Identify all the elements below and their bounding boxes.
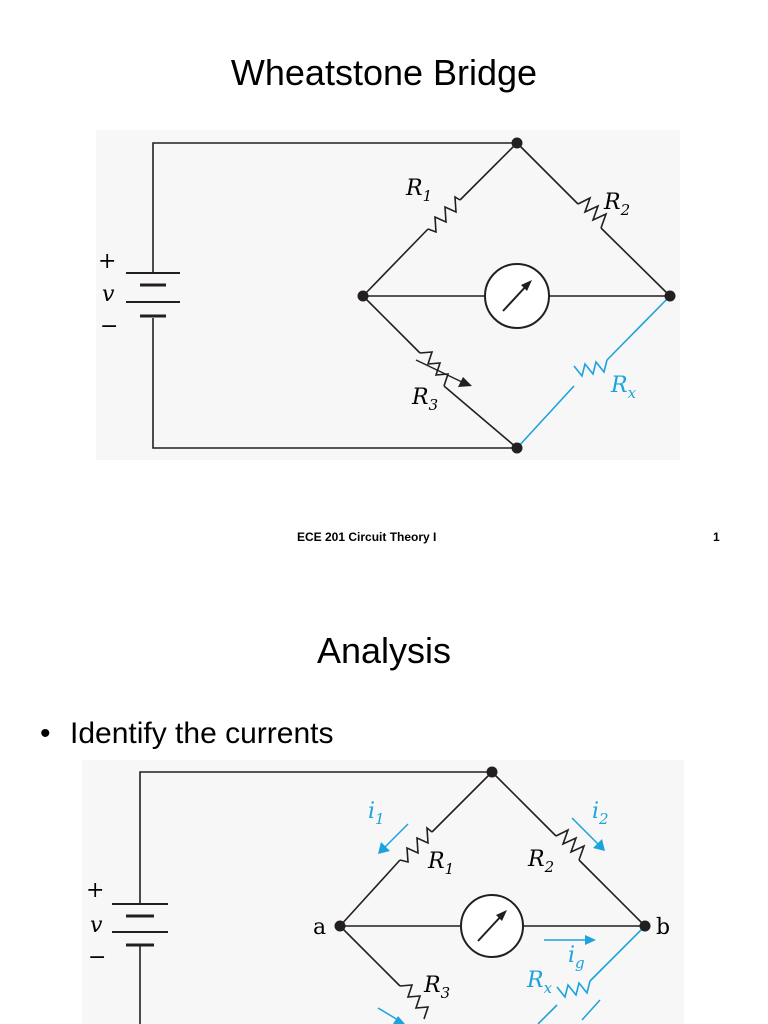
- minus-sign: −: [100, 314, 118, 339]
- bullet-item: • Identify the currents: [40, 717, 333, 751]
- r3-variable-resistor: [362, 295, 518, 449]
- battery-icon: [126, 272, 180, 318]
- slide-title: Analysis: [316, 630, 452, 671]
- bullet-dot: •: [40, 717, 51, 750]
- r2-resistor: [516, 142, 671, 297]
- top-wire: [139, 771, 492, 904]
- bridge-currents-diagram: + v − R1 i1 R2 i2: [82, 760, 684, 1024]
- galvanometer-icon: [460, 894, 524, 958]
- r1-resistor: [339, 771, 493, 927]
- bottom-wire: [152, 318, 517, 449]
- node-right: [664, 290, 676, 302]
- slide-title: Wheatstone Bridge: [230, 52, 538, 93]
- rx-label: Rx: [526, 968, 553, 997]
- node-top: [486, 766, 498, 778]
- r3-label: R3: [411, 385, 438, 414]
- battery-icon: [112, 903, 168, 947]
- r3-resistor: [339, 925, 430, 1020]
- r1-resistor: [362, 142, 518, 297]
- bullet-text: Identify the currents: [70, 717, 334, 750]
- r2-label: R2: [603, 190, 630, 219]
- ig-label: ig: [568, 943, 585, 972]
- node-left: [357, 290, 369, 302]
- rx-label: Rx: [610, 373, 637, 402]
- r2-label: R2: [527, 847, 554, 876]
- node-b: [639, 920, 651, 932]
- slide-1: Wheatstone Bridge + v − R1 R2: [96, 52, 720, 544]
- footer-course: ECE 201 Circuit Theory I: [297, 530, 437, 544]
- top-wire: [152, 142, 517, 273]
- source-label: v: [90, 913, 103, 938]
- node-a: [334, 920, 346, 932]
- plus-sign: +: [98, 249, 116, 274]
- source-label: v: [102, 282, 115, 307]
- ig-arrow-icon: [544, 935, 596, 945]
- ix-arrow-partial-icon: [581, 999, 601, 1021]
- r1-label: R1: [427, 849, 454, 878]
- r2-resistor: [491, 771, 646, 927]
- wheatstone-bridge-diagram: + v − R1 R2: [96, 130, 680, 460]
- plus-sign: +: [86, 878, 104, 903]
- i1-arrow-icon: [378, 823, 409, 854]
- node-b-label: b: [656, 915, 670, 940]
- r1-label: R1: [405, 176, 432, 205]
- i3-arrow-partial-icon: [377, 1007, 405, 1024]
- rx-resistor: [516, 295, 671, 449]
- i1-label: i1: [368, 799, 385, 828]
- i2-arrow-icon: [571, 817, 605, 851]
- galvanometer-icon: [484, 263, 550, 329]
- node-bottom: [511, 442, 523, 454]
- node-a-label: a: [313, 915, 326, 940]
- i2-label: i2: [592, 799, 609, 828]
- r3-label: R3: [423, 973, 450, 1002]
- rx-resistor: [537, 925, 646, 1024]
- page-number: 1: [713, 530, 720, 544]
- slide-2: Analysis • Identify the currents + v − R1…: [0, 560, 768, 1024]
- minus-sign: −: [88, 945, 106, 970]
- node-top: [511, 137, 523, 149]
